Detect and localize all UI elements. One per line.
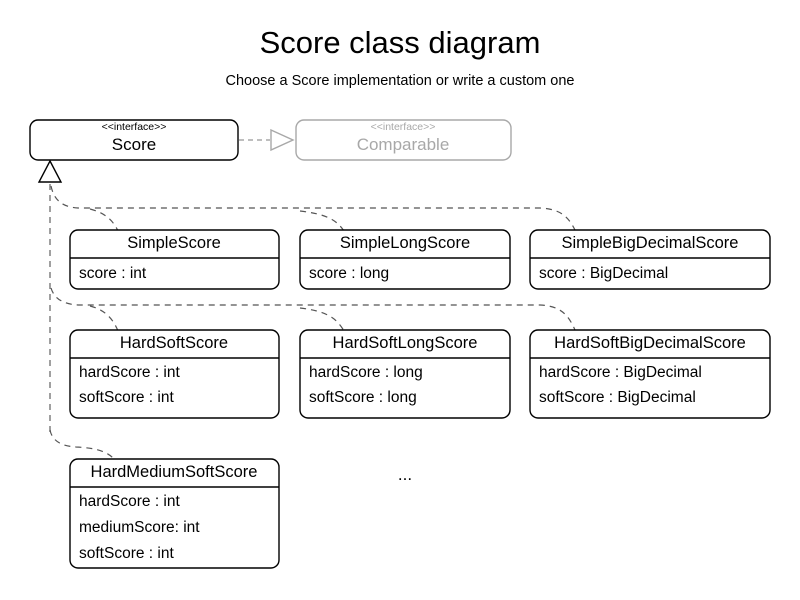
inheritance-branch-simplescore <box>89 208 119 232</box>
class-simplescore-frame <box>69 229 280 290</box>
class-box-hardsoftlongscore[interactable]: HardSoftLongScore hardScore : long softS… <box>299 329 511 419</box>
class-hardsoftscore-attr-1: softScore : int <box>79 389 174 406</box>
class-hardmediumsoftscore-frame <box>69 458 280 569</box>
class-hardmediumsoftscore-attr-1: mediumScore: int <box>79 519 200 536</box>
interface-comparable-stereotype: <<interface>> <box>371 121 436 133</box>
interface-score-stereotype: <<interface>> <box>102 121 167 133</box>
realization-arrowhead-icon <box>270 128 295 152</box>
interface-box-comparable[interactable]: <<interface>> Comparable <box>295 119 512 161</box>
class-box-hardsoftscore[interactable]: HardSoftScore hardScore : int softScore … <box>69 329 280 419</box>
interface-comparable-name: Comparable <box>357 135 450 154</box>
generalization-arrowhead-icon <box>37 159 63 183</box>
class-hardsoftlongscore-frame <box>299 329 511 419</box>
interface-box-score[interactable]: <<interface>> Score <box>29 119 239 161</box>
class-hardsoftscore-attr-0: hardScore : int <box>79 364 180 381</box>
class-box-hardsoftbigdecimalscore[interactable]: HardSoftBigDecimalScore hardScore : BigD… <box>529 329 771 419</box>
class-hardsoftbigdecimalscore-frame <box>529 329 771 419</box>
class-simplebigdecimalscore-frame <box>529 229 771 290</box>
class-hardsoftbigdecimalscore-attr-1: softScore : BigDecimal <box>539 389 696 406</box>
inheritance-branch-simplelongscore <box>299 210 345 232</box>
class-hardmediumsoftscore-attr-0: hardScore : int <box>79 493 180 510</box>
class-box-simplelongscore[interactable]: SimpleLongScore score : long <box>299 229 511 290</box>
inheritance-branch-row1-bus <box>50 185 576 231</box>
class-simplelongscore-frame <box>299 229 511 290</box>
inheritance-branch-row2-bus <box>50 287 576 331</box>
class-simplescore-attr-0: score : int <box>79 265 147 282</box>
interface-score-name: Score <box>112 135 156 154</box>
realization-connector-score-comparable <box>239 128 295 152</box>
class-hardmediumsoftscore-attr-2: softScore : int <box>79 545 174 562</box>
class-box-simplebigdecimalscore[interactable]: SimpleBigDecimalScore score : BigDecimal <box>529 229 771 290</box>
more-implementations-ellipsis: ... <box>398 465 412 484</box>
class-hardsoftlongscore-attr-0: hardScore : long <box>309 364 423 381</box>
class-simplelongscore-name: SimpleLongScore <box>340 234 470 252</box>
interface-score-frame <box>29 119 239 161</box>
class-hardsoftbigdecimalscore-attr-0: hardScore : BigDecimal <box>539 364 702 381</box>
class-box-hardmediumsoftscore[interactable]: HardMediumSoftScore hardScore : int medi… <box>69 458 280 569</box>
class-simplescore-name: SimpleScore <box>127 234 221 252</box>
page-subtitle: Choose a Score implementation or write a… <box>226 73 575 89</box>
inheritance-branch-hardsoftscore <box>89 305 119 332</box>
class-hardsoftscore-frame <box>69 329 280 419</box>
class-simplebigdecimalscore-attr-0: score : BigDecimal <box>539 265 668 282</box>
page-title: Score class diagram <box>260 25 541 60</box>
class-hardsoftbigdecimalscore-name: HardSoftBigDecimalScore <box>554 334 746 352</box>
generalization-connectors <box>49 184 576 461</box>
class-hardmediumsoftscore-name: HardMediumSoftScore <box>91 463 258 481</box>
class-simplebigdecimalscore-name: SimpleBigDecimalScore <box>562 234 739 252</box>
class-hardsoftscore-name: HardSoftScore <box>120 334 228 352</box>
interface-comparable-frame <box>295 119 512 161</box>
class-simplelongscore-attr-0: score : long <box>309 265 389 282</box>
inheritance-branch-hardmediumsoftscore <box>49 429 116 461</box>
class-hardsoftlongscore-name: HardSoftLongScore <box>333 334 478 352</box>
class-box-simplescore[interactable]: SimpleScore score : int <box>69 229 280 290</box>
inheritance-branch-hardsoftlongscore <box>299 307 345 332</box>
class-hardsoftlongscore-attr-1: softScore : long <box>309 389 417 406</box>
